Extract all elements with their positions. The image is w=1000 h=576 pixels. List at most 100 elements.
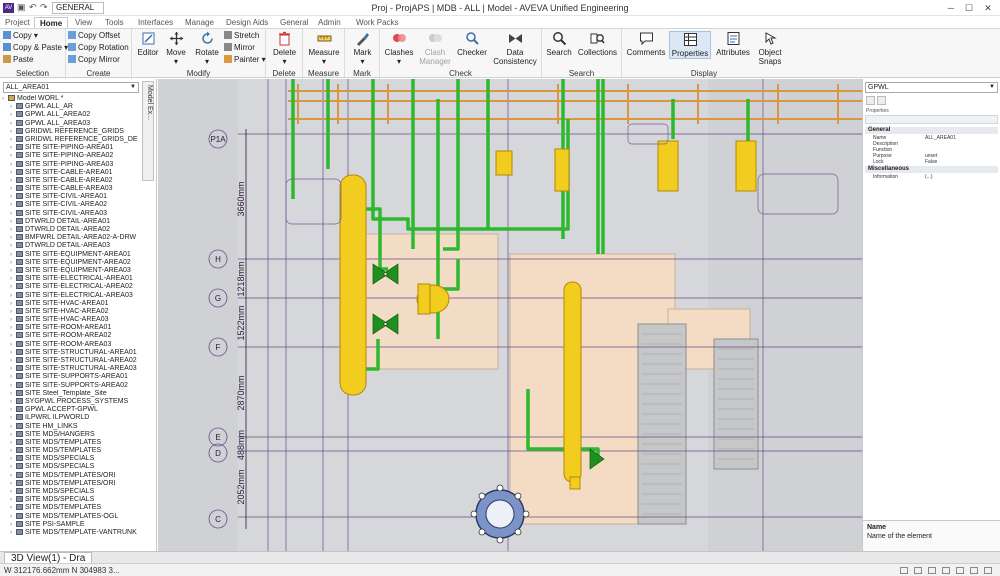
expand-icon[interactable]: › <box>10 349 12 356</box>
tree-item[interactable]: ›SITE SITE-SUPPORTS-AREA01 <box>2 373 140 381</box>
tree-item[interactable]: ›SITE SITE-PIPING-AREA03 <box>2 160 140 169</box>
minimize-button[interactable]: ─ <box>947 3 955 13</box>
tree-item[interactable]: ›DTWRLD DETAIL-AREA01 <box>2 217 140 226</box>
status-icon[interactable] <box>984 567 992 574</box>
tree-item[interactable]: ›SITE MDS/TEMPLATES/ORI <box>2 479 140 488</box>
tree-item[interactable]: ›SITE MDS/TEMPLATES <box>2 447 140 455</box>
property-row[interactable]: Description <box>873 141 899 147</box>
expand-icon[interactable]: › <box>10 308 12 315</box>
tree-item[interactable]: ›SITE SITE-STRUCTURAL-AREA03 <box>2 365 140 373</box>
expand-icon[interactable]: › <box>10 366 12 373</box>
expand-icon[interactable]: › <box>10 505 12 512</box>
expand-icon[interactable]: › <box>10 267 12 274</box>
tree-item[interactable]: ›GRIDWL REFERENCE_GRIDS <box>2 127 140 136</box>
tree-item[interactable]: ›SITE SITE-ROOM-AREA01 <box>2 324 140 332</box>
tree-item[interactable]: ›SITE SITE-CIVIL-AREA01 <box>2 193 140 201</box>
expand-icon[interactable]: › <box>10 497 12 504</box>
tab-tools[interactable]: Tools <box>105 18 124 27</box>
tree-item[interactable]: ›Model WORL * <box>2 95 140 103</box>
tree-item[interactable]: ›GPWL ACCEPT-GPWL <box>2 406 140 414</box>
status-icon[interactable] <box>900 567 908 574</box>
expand-icon[interactable]: › <box>10 333 12 340</box>
tree-item[interactable]: ›SITE PSI-SAMPLE <box>2 520 140 529</box>
expand-icon[interactable]: › <box>10 317 12 324</box>
tree-item[interactable]: ›DTWRLD DETAIL-AREA03 <box>2 242 140 250</box>
tree-item[interactable]: ›SITE MDS/TEMPLATES <box>2 438 140 447</box>
plant-model-view[interactable]: P1A H G F E D C 3660mm 1218mm 1522mm 287… <box>158 79 862 551</box>
tree-item[interactable]: ›SITE MDS/TEMPLATES <box>2 504 140 512</box>
expand-icon[interactable]: › <box>10 464 12 471</box>
copy-rotation-button[interactable]: Copy Rotation <box>68 42 129 53</box>
expand-icon[interactable]: › <box>10 382 12 389</box>
tree-item[interactable]: ›SITE MDS/SPECIALS <box>2 488 140 496</box>
expand-icon[interactable]: › <box>10 358 12 364</box>
close-button[interactable]: ✕ <box>984 3 992 13</box>
copy-button[interactable]: Copy ▾ <box>3 30 38 41</box>
copy-offset-button[interactable]: Copy Offset <box>68 30 120 41</box>
tab-manage[interactable]: Manage <box>185 18 214 27</box>
tree-item[interactable]: ›SITE MDS/TEMPLATE-VANTRUNK <box>2 528 140 537</box>
expand-icon[interactable]: › <box>10 407 12 414</box>
properties-button[interactable]: Properties <box>669 31 711 59</box>
tree-item[interactable]: ›SITE SITE-EQUIPMENT-AREA01 <box>2 250 140 259</box>
expand-icon[interactable]: › <box>10 448 12 455</box>
tree-item[interactable]: ›SITE SITE-CIVIL-AREA03 <box>2 209 140 218</box>
tree-item[interactable]: ›SITE SITE-EQUIPMENT-AREA03 <box>2 266 140 275</box>
tree-item[interactable]: ›GRIDWL REFERENCE_GRIDS_DE <box>2 135 140 144</box>
expand-icon[interactable]: › <box>10 186 12 193</box>
tree-item[interactable]: ›SITE MDS/SPECIALS <box>2 455 140 463</box>
collections-button[interactable]: Collections <box>575 31 620 57</box>
expand-icon[interactable]: › <box>10 398 12 405</box>
properties-element-combo[interactable]: GPWL▼ <box>865 82 998 93</box>
tab-interfaces[interactable]: Interfaces <box>138 18 174 27</box>
expand-icon[interactable]: › <box>10 202 12 209</box>
expand-icon[interactable]: › <box>10 390 12 397</box>
expand-icon[interactable]: › <box>10 120 12 127</box>
category-miscellaneous[interactable]: Miscellaneous <box>865 166 998 173</box>
tree-item[interactable]: ›SITE SITE-PIPING-AREA01 <box>2 144 140 152</box>
expand-icon[interactable]: › <box>10 341 12 348</box>
expand-icon[interactable]: › <box>10 104 12 111</box>
status-icon[interactable] <box>942 567 950 574</box>
tree-item[interactable]: ›SITE SITE-ELECTRICAL-AREA01 <box>2 275 140 283</box>
undo-icon[interactable]: ↶ <box>29 2 37 12</box>
expand-icon[interactable]: › <box>10 161 12 168</box>
expand-icon[interactable]: › <box>10 169 12 176</box>
expand-icon[interactable]: › <box>10 521 12 528</box>
expand-icon[interactable]: › <box>10 227 12 233</box>
pin-icon[interactable] <box>866 96 875 105</box>
tree-item[interactable]: ›SYGPWL PROCESS_SYSTEMS <box>2 397 140 406</box>
tree-item[interactable]: ›SITE MDS/TEMPLATES-OGL <box>2 512 140 521</box>
tree-item[interactable]: ›ILPWRL ILPWORLD <box>2 414 140 422</box>
expand-icon[interactable]: › <box>10 439 12 446</box>
tab-project[interactable]: Project <box>5 18 30 27</box>
expand-icon[interactable]: › <box>10 235 12 242</box>
tree-item[interactable]: ›GPWL ALL_AREA02 <box>2 111 140 119</box>
stretch-button[interactable]: Stretch <box>224 30 259 41</box>
category-general[interactable]: General <box>865 127 998 134</box>
tree-item[interactable]: ›BMFWRL DETAIL-AREA02-A-DRW <box>2 234 140 242</box>
tree-item[interactable]: ›SITE SITE-STRUCTURAL-AREA01 <box>2 348 140 357</box>
search-button[interactable]: Search <box>544 31 574 57</box>
tree-item[interactable]: ›SITE SITE-PIPING-AREA02 <box>2 152 140 160</box>
tree-item[interactable]: ›SITE SITE-STRUCTURAL-AREA02 <box>2 357 140 365</box>
tree-item[interactable]: ›SITE SITE-HVAC-AREA02 <box>2 307 140 316</box>
save-icon[interactable]: ▣ <box>17 2 26 12</box>
expand-icon[interactable]: › <box>10 325 12 332</box>
tree-item[interactable]: ›SITE MDS/SPECIALS <box>2 463 140 471</box>
tab-admin[interactable]: Admin <box>318 18 341 27</box>
expand-icon[interactable]: › <box>10 194 12 201</box>
property-row[interactable]: Information(...) <box>873 174 933 180</box>
rotate-button[interactable]: Rotate▾ <box>192 31 222 66</box>
expand-icon[interactable]: › <box>10 300 12 307</box>
tree-item[interactable]: ›SITE SITE-ROOM-AREA03 <box>2 340 140 349</box>
expand-icon[interactable]: › <box>10 431 12 438</box>
delete-button[interactable]: Delete▾ <box>269 31 300 66</box>
tab-home[interactable]: Home <box>34 17 69 29</box>
tab-design-aids[interactable]: Design Aids <box>226 18 269 27</box>
